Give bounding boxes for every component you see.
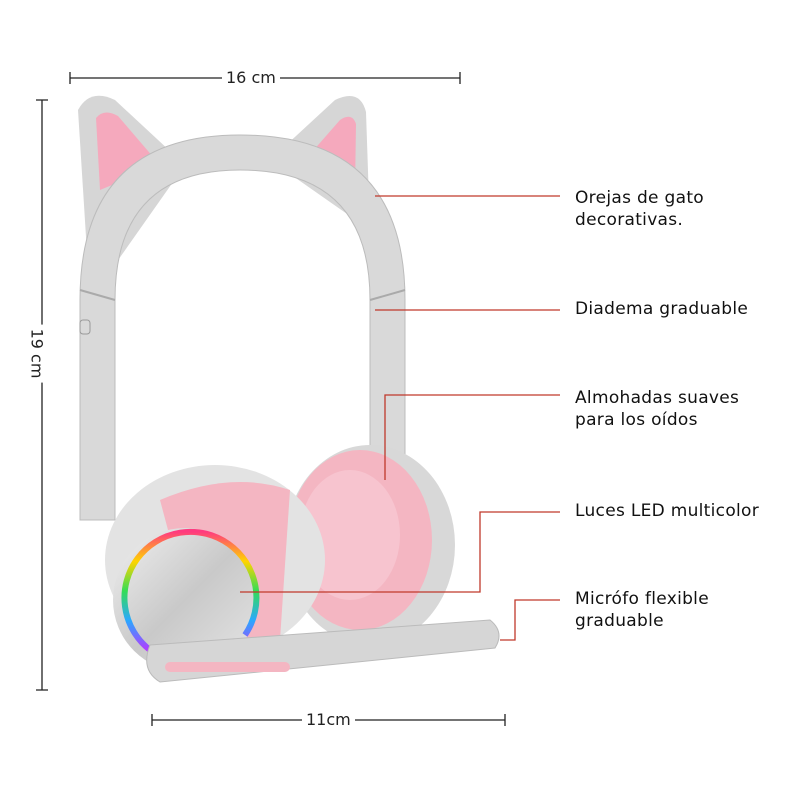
feature-cat-ears: Orejas de gato decorativas. bbox=[575, 187, 704, 231]
feature-text: Orejas de gato bbox=[575, 188, 704, 208]
depth-dimension: 11cm bbox=[302, 710, 355, 729]
feature-text: decorativas. bbox=[575, 210, 684, 230]
feature-microphone: Micrófo flexible graduable bbox=[575, 588, 709, 632]
leader-lines bbox=[240, 195, 560, 641]
dimension-lines bbox=[36, 72, 506, 726]
ear-cup-left bbox=[105, 465, 325, 672]
feature-text: Luces LED multicolor bbox=[575, 501, 760, 521]
feature-cushions: Almohadas suaves para los oídos bbox=[575, 387, 739, 431]
width-dimension: 16 cm bbox=[222, 68, 280, 87]
led-ring bbox=[121, 528, 260, 653]
feature-headband: Diadema graduable bbox=[575, 298, 748, 320]
height-dimension: 19 cm bbox=[27, 324, 47, 383]
feature-led: Luces LED multicolor bbox=[575, 500, 759, 522]
feature-text: Micrófo flexible bbox=[575, 589, 709, 609]
feature-text: Almohadas suaves bbox=[575, 388, 740, 408]
feature-text: Diadema graduable bbox=[575, 299, 749, 319]
feature-text: graduable bbox=[575, 611, 664, 631]
feature-text: para los oídos bbox=[575, 410, 698, 430]
